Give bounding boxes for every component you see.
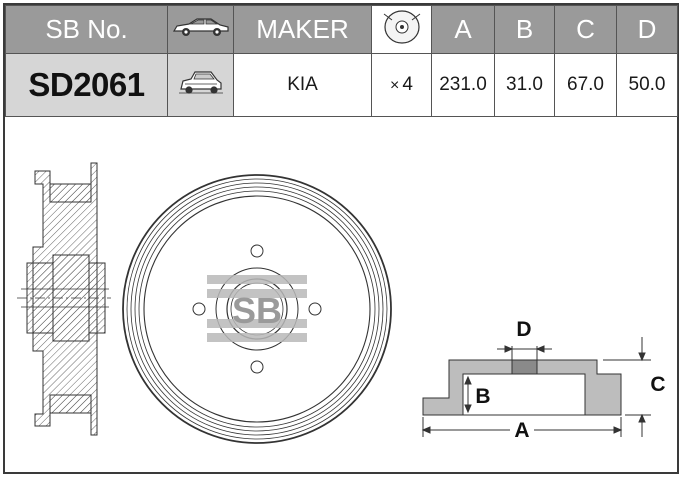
col-d-header: D	[616, 5, 678, 54]
drum-section-view	[26, 162, 106, 436]
section-centerlines	[17, 288, 111, 308]
brake-disc-icon	[383, 10, 420, 44]
dim-a-value: 231.0	[431, 53, 495, 117]
times-symbol: ×	[390, 77, 400, 94]
col-a-header: A	[431, 5, 495, 54]
bolt-count-value: 4	[402, 74, 413, 95]
disc-header-cell	[371, 5, 432, 54]
car-value-cell	[167, 53, 234, 117]
col-b-header: B	[494, 5, 555, 54]
car-rear-icon	[178, 71, 223, 94]
bolt-count: ×4	[371, 53, 432, 117]
dimension-schematic: D C B A	[421, 318, 666, 442]
sb-logo: SB	[207, 275, 307, 342]
dim-a-label: A	[514, 419, 529, 442]
dim-b-value: 31.0	[494, 53, 555, 117]
logo-text: SB	[232, 290, 282, 331]
maker-value: KIA	[233, 53, 372, 117]
sb-number: SD2061	[5, 53, 168, 117]
maker-header: MAKER	[233, 5, 372, 54]
sb-no-header: SB No.	[5, 5, 168, 54]
dim-c-value: 67.0	[554, 53, 617, 117]
dim-b-label: B	[475, 385, 490, 408]
header-row: SB No. MAKER A B	[5, 5, 678, 54]
car-header-cell	[167, 5, 234, 54]
col-c-header: C	[554, 5, 617, 54]
technical-drawing: SB	[17, 162, 666, 444]
spec-table: SB No. MAKER A B	[5, 5, 678, 117]
drum-front-view	[122, 174, 392, 444]
product-sheet: SB No. MAKER A B	[3, 3, 679, 474]
dim-c-label: C	[650, 373, 665, 396]
dim-d-label: D	[516, 318, 531, 341]
car-side-icon	[172, 18, 229, 36]
value-row: SD2061 KIA ×4 231.0 31.0 67.0 50.0	[5, 53, 678, 117]
dim-d-value: 50.0	[616, 53, 678, 117]
